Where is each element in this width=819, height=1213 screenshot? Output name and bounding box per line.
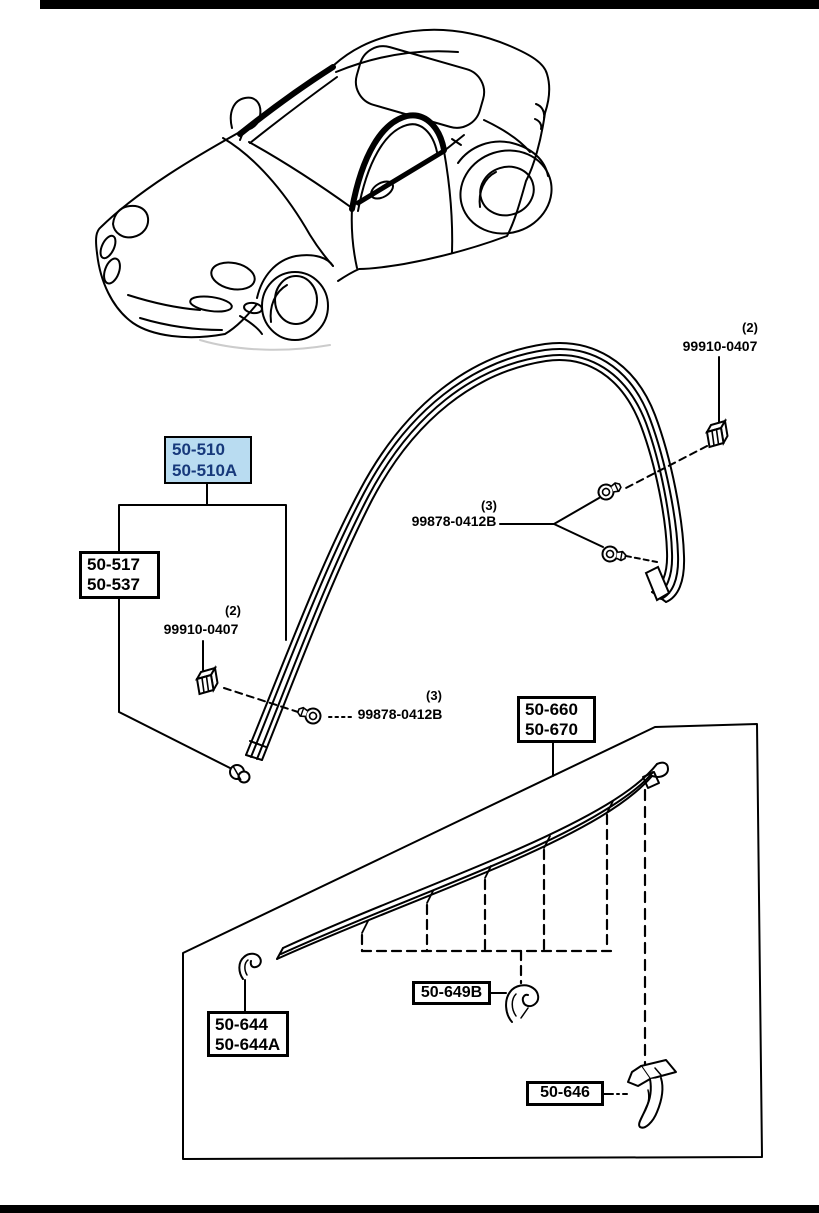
fasteners bbox=[196, 420, 729, 784]
part-number: 50-537 bbox=[87, 575, 140, 594]
part-number: 50-510A bbox=[172, 461, 238, 480]
main-part-callout[interactable]: 50-510 50-510A bbox=[164, 436, 252, 484]
part-number: 50-517 bbox=[87, 555, 140, 574]
belt-molding-panel bbox=[182, 723, 763, 1160]
grommet-bracket-end-icon bbox=[229, 764, 251, 784]
pillar-part-callout[interactable]: 50-517 50-537 bbox=[79, 551, 160, 599]
qty-right-screw: (3) bbox=[481, 498, 497, 513]
qty-left-clip: (2) bbox=[225, 603, 241, 618]
clip-649b-callout[interactable]: 50-649B bbox=[412, 981, 491, 1005]
clip-646-icon bbox=[627, 1059, 677, 1129]
part-number-left-clip[interactable]: 99910-0407 bbox=[163, 621, 239, 637]
screw-left-icon bbox=[294, 702, 324, 727]
clip-646-callout[interactable]: 50-646 bbox=[526, 1081, 604, 1106]
clip-99910-right-icon bbox=[706, 420, 729, 448]
part-number: 50-644 bbox=[215, 1015, 268, 1034]
top-crop-bar bbox=[40, 0, 819, 9]
belt-part-callout[interactable]: 50-660 50-670 bbox=[517, 696, 596, 743]
qty-left-screw: (3) bbox=[426, 688, 442, 703]
part-number-right-screw[interactable]: 99878-0412B bbox=[411, 513, 497, 529]
clip-99910-left-icon bbox=[196, 667, 219, 695]
clip-644-icon bbox=[238, 952, 262, 980]
callout-leader-lines bbox=[118, 356, 720, 1095]
part-number: 50-670 bbox=[525, 720, 578, 739]
clip-649b-icon bbox=[505, 984, 540, 1023]
part-number-left-screw[interactable]: 99878-0412B bbox=[357, 706, 443, 722]
screw-lower-right-icon bbox=[600, 544, 628, 566]
car-illustration bbox=[95, 28, 553, 351]
screw-upper-right-icon bbox=[595, 477, 625, 503]
qty-right-clip: (2) bbox=[742, 320, 758, 335]
part-number-right-clip[interactable]: 99910-0407 bbox=[682, 338, 758, 354]
part-number: 50-644A bbox=[215, 1035, 281, 1054]
part-number: 50-660 bbox=[525, 700, 578, 719]
clip-644-callout[interactable]: 50-644 50-644A bbox=[207, 1011, 289, 1057]
part-number: 50-510 bbox=[172, 440, 225, 459]
bottom-crop-bar bbox=[0, 1205, 819, 1213]
door-window-molding-arch bbox=[245, 342, 686, 761]
